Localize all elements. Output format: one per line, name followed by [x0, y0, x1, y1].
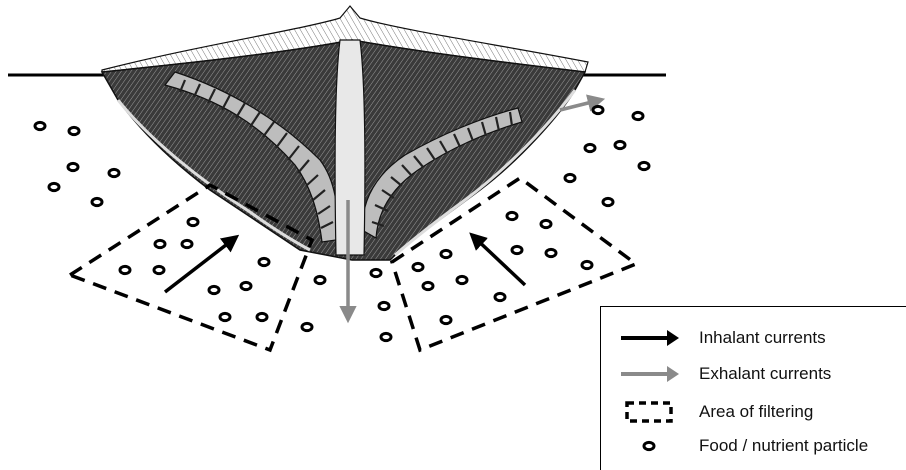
food-particle [371, 269, 381, 276]
inhalant-arrow-right [473, 236, 525, 285]
food-particle [593, 106, 603, 113]
legend-label-particle: Food / nutrient particle [699, 436, 868, 456]
legend-row-filtering: Area of filtering [601, 395, 906, 429]
food-particle [49, 183, 59, 190]
food-particle [68, 163, 78, 170]
food-particle [585, 144, 595, 151]
food-particle [154, 266, 164, 273]
food-particle [35, 122, 45, 129]
food-particle [109, 169, 119, 176]
food-particle [209, 286, 219, 293]
legend-row-particle: Food / nutrient particle [601, 429, 906, 463]
food-particle [241, 282, 251, 289]
legend-label-inhalant: Inhalant currents [699, 328, 826, 348]
legend: Inhalant currents Exhalant currents Area… [600, 306, 906, 470]
inhalant-arrow-left [165, 238, 235, 292]
food-particle [495, 293, 505, 300]
food-particle [441, 250, 451, 257]
legend-row-exhalant: Exhalant currents [601, 357, 906, 391]
food-particle [507, 212, 517, 219]
food-particle [582, 261, 592, 268]
shell-pedicle [335, 40, 365, 255]
dashed-rectangle-icon [617, 395, 681, 429]
food-particle [441, 316, 451, 323]
food-particle [302, 323, 312, 330]
ring-particle-icon [617, 429, 681, 463]
food-particle [565, 174, 575, 181]
food-particle [639, 162, 649, 169]
brachiopod-shell [102, 6, 588, 260]
food-particle [182, 240, 192, 247]
black-arrow-icon [617, 321, 681, 355]
food-particle [457, 276, 467, 283]
gray-arrow-icon [617, 357, 681, 391]
food-particle [188, 218, 198, 225]
food-particle [381, 333, 391, 340]
food-particle [92, 198, 102, 205]
food-particle [120, 266, 130, 273]
legend-label-exhalant: Exhalant currents [699, 364, 831, 384]
food-particle [155, 240, 165, 247]
food-particle [220, 313, 230, 320]
food-particle [379, 302, 389, 309]
food-particle [257, 313, 267, 320]
food-particle [615, 141, 625, 148]
food-particle [423, 282, 433, 289]
food-particle [69, 127, 79, 134]
legend-row-inhalant: Inhalant currents [601, 321, 906, 355]
food-particle [633, 112, 643, 119]
food-particle [512, 246, 522, 253]
food-particle [413, 263, 423, 270]
food-particle [315, 276, 325, 283]
food-particle [546, 249, 556, 256]
food-particle [259, 258, 269, 265]
food-particle [603, 198, 613, 205]
legend-label-filtering: Area of filtering [699, 402, 813, 422]
food-particle [541, 220, 551, 227]
